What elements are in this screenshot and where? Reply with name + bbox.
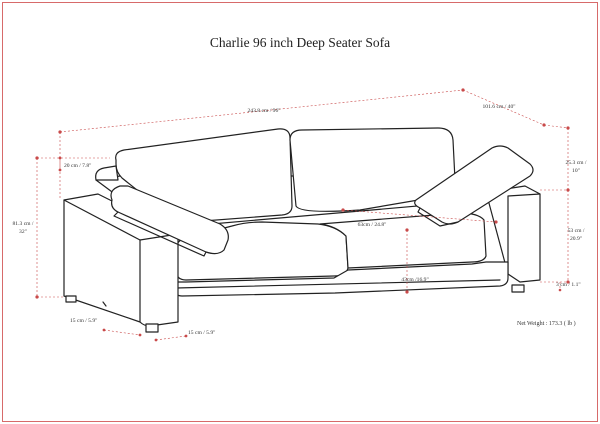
seat-height-label: 43cm /16.9"	[401, 277, 429, 283]
back-height-label-cm: 25.3 cm /	[565, 160, 587, 166]
leg-inset-line	[103, 329, 141, 336]
depth-label: 101.6 cm / 40"	[482, 104, 516, 110]
right-seat-cushion	[319, 212, 487, 269]
sofa-illustration	[63, 127, 541, 333]
width-dimension-line	[59, 89, 464, 133]
overall-height-label-in: 32"	[19, 229, 27, 235]
leg-spacing-line	[155, 335, 187, 341]
arm-height-label-cm: 53 cm /	[567, 228, 585, 234]
width-label: 243.8 cm / 96"	[247, 108, 281, 114]
leg-height-label: 3 cm / 1.1"	[556, 282, 581, 288]
seat-depth-line	[342, 209, 497, 223]
back-height-label-in: 10"	[572, 168, 580, 174]
dimension-lines	[36, 89, 569, 341]
net-weight-label: Net Weight : 173.3 ( lb )	[517, 321, 576, 327]
leg-spacing-label: 15 cm / 5.9"	[188, 330, 216, 336]
right-leg	[511, 284, 525, 293]
diagram-title: Charlie 96 inch Deep Seater Sofa	[209, 35, 391, 50]
arm-height-label-in: 20.9"	[569, 236, 583, 242]
dimension-dots	[35, 88, 570, 342]
leg-inset-label: 15 cm / 5.9"	[70, 318, 98, 324]
right-pillow	[414, 145, 534, 225]
back-left-leg	[65, 295, 77, 303]
overall-height-label-cm: 81.3 cm /	[12, 221, 34, 227]
left-pillow	[110, 185, 229, 255]
front-left-leg	[145, 323, 159, 333]
seat-depth-label: 63cm / 24.8"	[357, 222, 387, 228]
back-cushion-thickness-label: 20 cm / 7.8"	[64, 163, 92, 169]
depth-dimension-line	[462, 89, 545, 126]
right-back-cushion	[289, 127, 456, 212]
